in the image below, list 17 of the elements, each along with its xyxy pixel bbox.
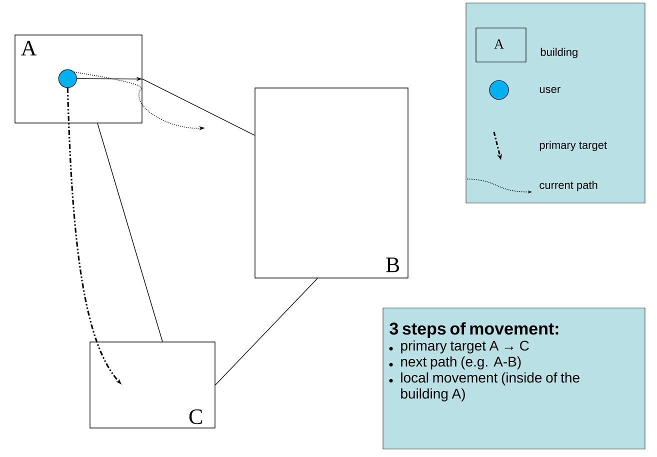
path-line xyxy=(215,278,318,386)
bullet-item: next path (e.g. A-B) xyxy=(401,356,521,370)
legend-label: primary target xyxy=(540,140,607,152)
building-box: B xyxy=(254,88,408,278)
bullet-item: primary target A → C xyxy=(401,340,529,354)
legend-label: current path xyxy=(540,180,598,192)
legend-label: building xyxy=(540,48,578,58)
info-box xyxy=(382,308,646,450)
user-circle xyxy=(58,69,77,88)
legend-label: user xyxy=(540,87,560,93)
building-box: A xyxy=(14,34,142,124)
building-box: C xyxy=(90,342,216,428)
legend-letter: A xyxy=(494,39,504,49)
path-line xyxy=(142,78,255,136)
bullet-item: local movement (inside of the building A) xyxy=(401,372,580,402)
path-line xyxy=(97,123,163,342)
box-title: 3 steps of movement: xyxy=(390,322,558,338)
